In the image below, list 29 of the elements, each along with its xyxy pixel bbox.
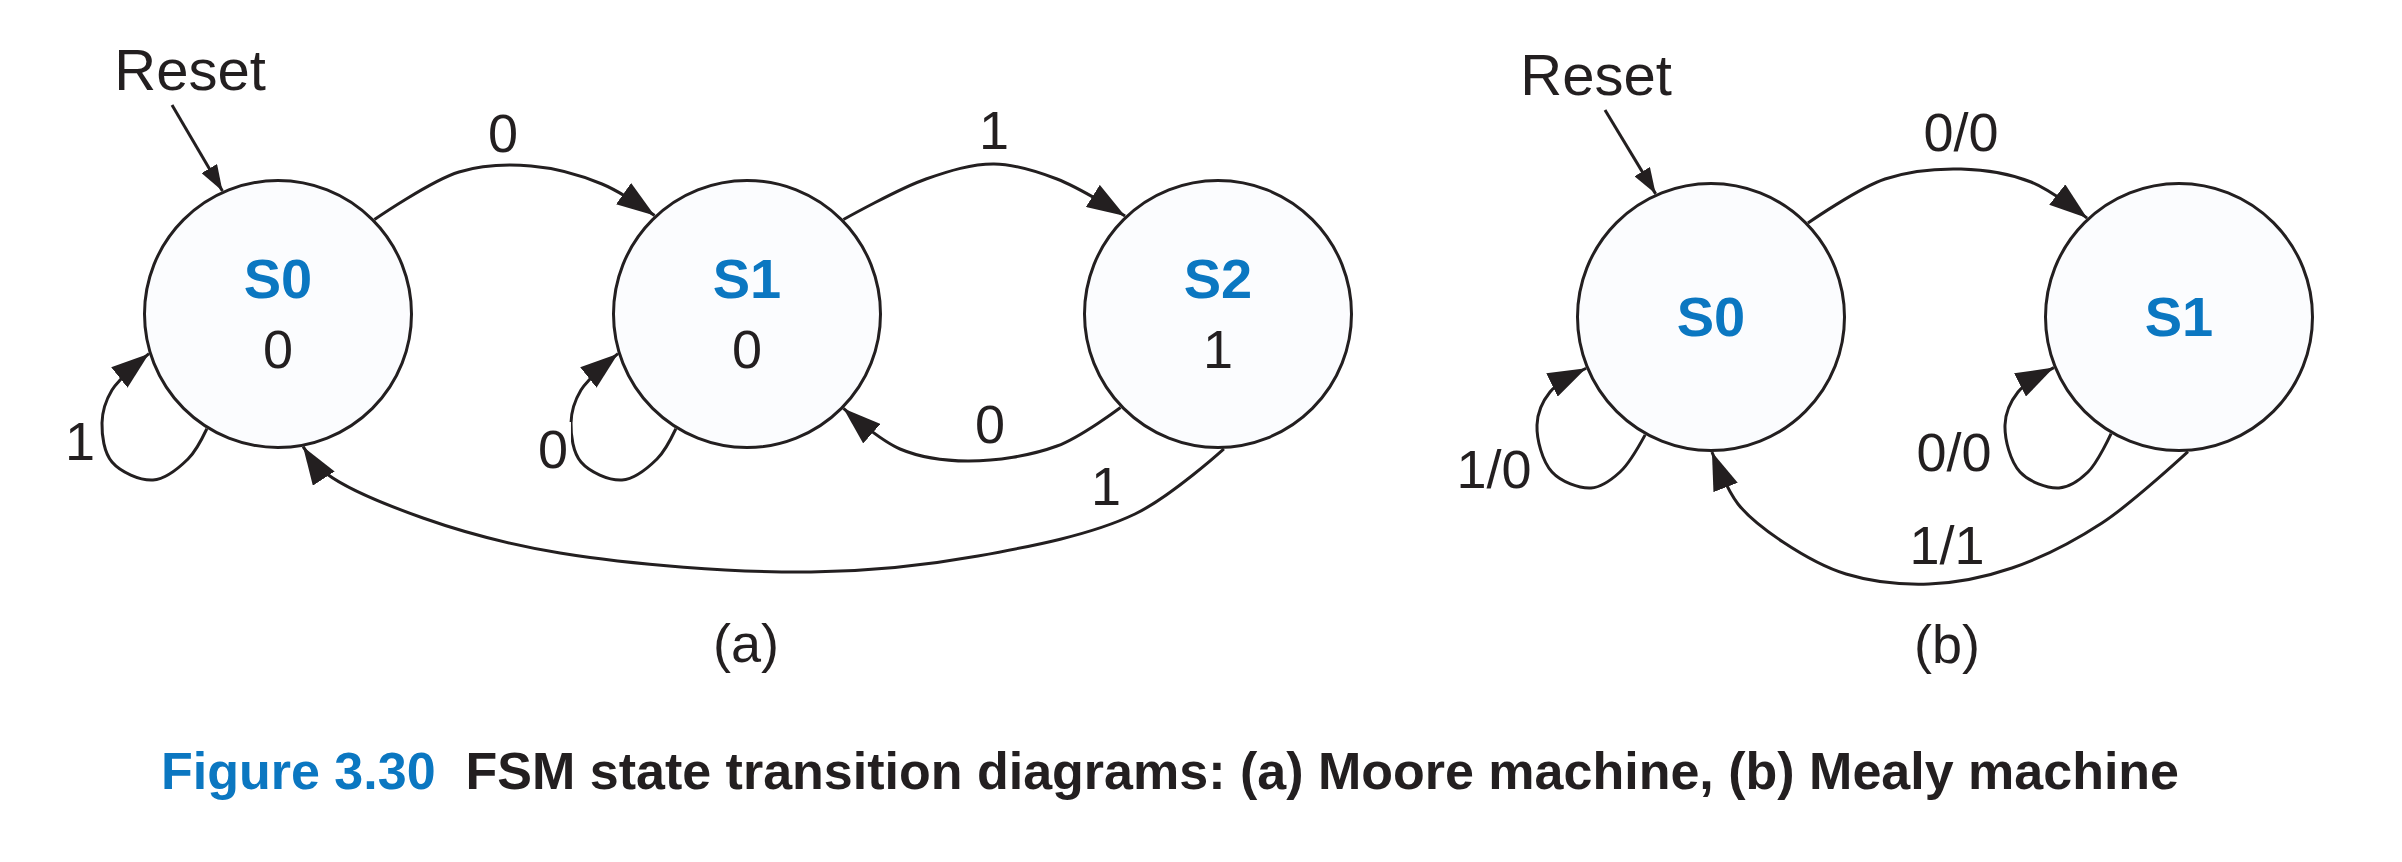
state-name: S1 — [712, 246, 782, 312]
state-circle — [143, 179, 413, 449]
transition-arrow — [373, 163, 656, 221]
self-loop-arrow — [569, 352, 678, 482]
state-circle — [612, 179, 882, 449]
state-circle — [2044, 182, 2314, 452]
state-name: S0 — [243, 246, 313, 312]
state-name: S1 — [2144, 284, 2214, 350]
reset-arrow — [170, 104, 224, 192]
transition-arrow — [842, 162, 1126, 221]
transition-arrow — [301, 445, 1225, 574]
state-output: 0 — [731, 318, 762, 381]
self-loop-arrow — [100, 352, 209, 482]
transition-arrow — [1807, 167, 2088, 225]
state-circle — [1576, 182, 1846, 452]
self-loop-arrow — [2003, 366, 2113, 490]
input-label: Reset — [1520, 46, 1672, 104]
figure-number: Figure 3.30 — [161, 741, 436, 802]
state-output: 0 — [262, 318, 293, 381]
transition-arrow — [842, 406, 1122, 463]
reset-arrow — [1603, 109, 1657, 195]
state-circle — [1083, 179, 1353, 449]
state-output: 1 — [1202, 318, 1233, 381]
state-name: S2 — [1183, 246, 1253, 312]
state-name: S0 — [1676, 284, 1746, 350]
transition-arrow — [1710, 450, 2189, 586]
input-label: Reset — [114, 41, 266, 99]
self-loop-arrow — [1535, 366, 1647, 490]
figure-caption: FSM state transition diagrams: (a) Moore machine, (b) Mealy machine — [465, 741, 2180, 802]
